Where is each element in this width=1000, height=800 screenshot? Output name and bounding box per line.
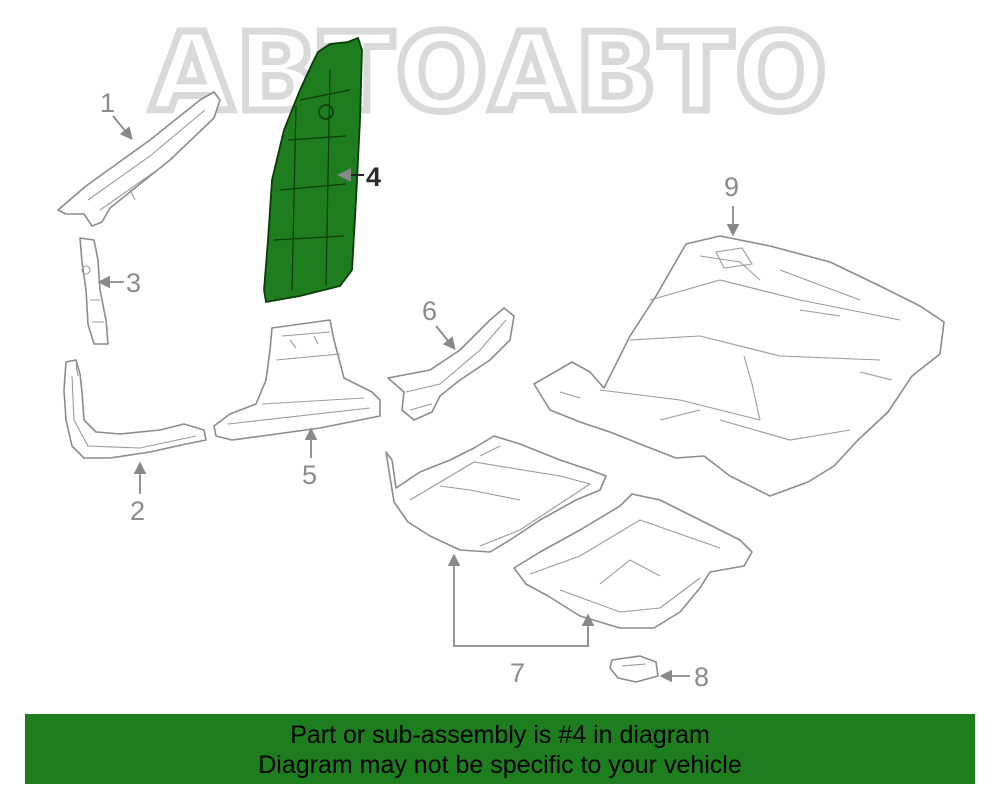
callout-label-9: 9 xyxy=(724,172,739,202)
callout-label-4: 4 xyxy=(366,162,381,192)
callout-5: 5 xyxy=(302,427,318,490)
callout-label-8: 8 xyxy=(694,662,709,692)
callout-2: 2 xyxy=(130,461,147,526)
part-8-clip xyxy=(609,655,659,683)
callout-1: 1 xyxy=(100,88,133,140)
callout-7: 7 xyxy=(447,553,595,688)
banner-line-1: Part or sub-assembly is #4 in diagram xyxy=(290,721,710,749)
callout-label-2: 2 xyxy=(130,496,145,526)
callout-label-7: 7 xyxy=(510,658,525,688)
part-9-floor-carpet xyxy=(533,235,945,497)
part-6-quarter-trim xyxy=(387,307,515,421)
info-banner: Part or sub-assembly is #4 in diagram Di… xyxy=(25,714,975,784)
callout-9: 9 xyxy=(724,172,740,237)
part-1-a-pillar-trim xyxy=(57,91,221,227)
part-5-b-pillar-lower-trim xyxy=(213,319,381,441)
part-2-cowl-side-trim xyxy=(63,359,207,459)
part-3-bracket xyxy=(79,237,109,345)
callout-6: 6 xyxy=(422,296,456,350)
callout-label-1: 1 xyxy=(100,88,115,118)
callout-4: 4 xyxy=(337,162,381,192)
callout-8: 8 xyxy=(659,662,709,692)
callout-label-3: 3 xyxy=(126,268,141,298)
callout-label-5: 5 xyxy=(302,460,317,490)
watermark-text: АВТОАВТО xyxy=(150,11,829,136)
watermark-logo: АВТОАВТО xyxy=(147,8,831,140)
callout-label-6: 6 xyxy=(422,296,437,326)
callout-3: 3 xyxy=(97,268,141,298)
banner-line-2: Diagram may not be specific to your vehi… xyxy=(258,751,742,779)
part-7-floor-mats xyxy=(385,435,753,629)
part-4-b-pillar-trim xyxy=(263,36,363,304)
